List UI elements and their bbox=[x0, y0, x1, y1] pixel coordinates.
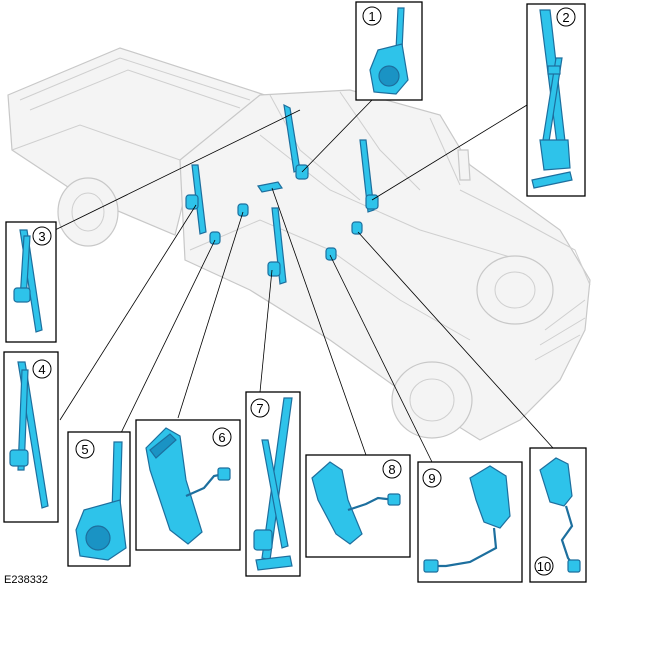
callout-box-5: 5 bbox=[67, 431, 131, 567]
callout-number-6: 6 bbox=[218, 430, 225, 445]
callout-number-8: 8 bbox=[388, 462, 395, 477]
callout-number-9: 9 bbox=[428, 471, 435, 486]
callout-number-7: 7 bbox=[256, 401, 263, 416]
callout-number-4: 4 bbox=[38, 362, 45, 377]
leader-lines bbox=[54, 99, 554, 463]
callout-number-2: 2 bbox=[562, 10, 569, 25]
callout-number-3: 3 bbox=[38, 229, 45, 244]
callout-number-1: 1 bbox=[368, 9, 375, 24]
callout-box-3: 3 bbox=[5, 221, 57, 343]
vehicle-ghost-illustration bbox=[7, 47, 591, 441]
callout-number-10: 10 bbox=[537, 559, 551, 574]
callout-box-7: 7 bbox=[245, 391, 301, 577]
installed-belts bbox=[185, 103, 379, 285]
callout-box-6: 6 bbox=[135, 419, 241, 551]
callout-box-10: 10 bbox=[529, 447, 587, 583]
callout-number-5: 5 bbox=[81, 442, 88, 457]
callout-box-4: 4 bbox=[3, 351, 59, 523]
callout-box-8: 8 bbox=[305, 454, 411, 558]
callout-box-2: 2 bbox=[526, 3, 586, 197]
callout-box-1: 1 bbox=[355, 1, 423, 101]
figure-reference-code: E238332 bbox=[4, 574, 49, 586]
callout-box-9: 9 bbox=[417, 461, 523, 583]
